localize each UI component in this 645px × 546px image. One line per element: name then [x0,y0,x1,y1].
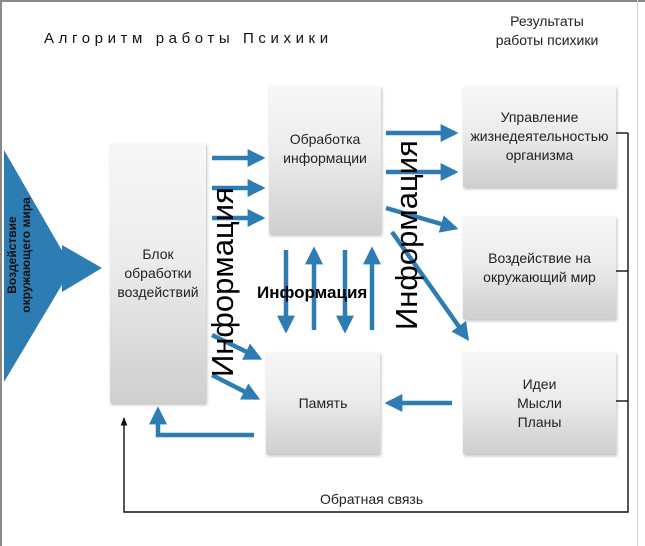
info-label-center: Информация [257,283,368,302]
input-arrow-tip [62,245,102,292]
arrow-info-to-environment [385,205,459,233]
info-label-left: Информация [205,187,240,377]
diagram-title: Алгоритм работы Психики [44,30,333,47]
block-memory: Память [266,352,380,454]
arrow-info-to-ideas [390,230,470,341]
block-control-label: Управление жизнедеятельностью организма [470,109,609,163]
block-environment-label: Воздействие на окружающий мир [483,249,596,285]
frame-left-border [0,0,2,546]
frame-top-border [0,0,645,2]
block-memory-label: Память [298,394,348,411]
arrow-memory-to-processing [149,406,254,438]
results-heading: Результаты работы психики [495,13,599,48]
block-processing-label: Блок обработки воздействий [117,245,199,300]
input-triangle [4,150,72,382]
arrow-proc-to-memory-2 [210,372,261,401]
feedback-line [120,133,629,513]
block-control: Управление жизнедеятельностью организма [463,86,616,187]
block-ideas-label: Идеи Мысли Планы [517,375,562,430]
input-label: Воздействие окружающего мира [5,197,33,313]
block-info-processing: Обработка информации [269,86,381,234]
block-ideas: Идеи Мысли Планы [463,352,616,454]
block-processing: Блок обработки воздействий [110,143,206,403]
frame-right-border [637,0,638,546]
block-info-processing-label: Обработка информации [283,131,367,166]
block-environment: Воздействие на окружающий мир [463,216,616,319]
arrow-proc-to-memory-1 [211,332,263,361]
info-label-right: Информация [389,140,424,330]
feedback-label: Обратная связь [320,491,424,507]
